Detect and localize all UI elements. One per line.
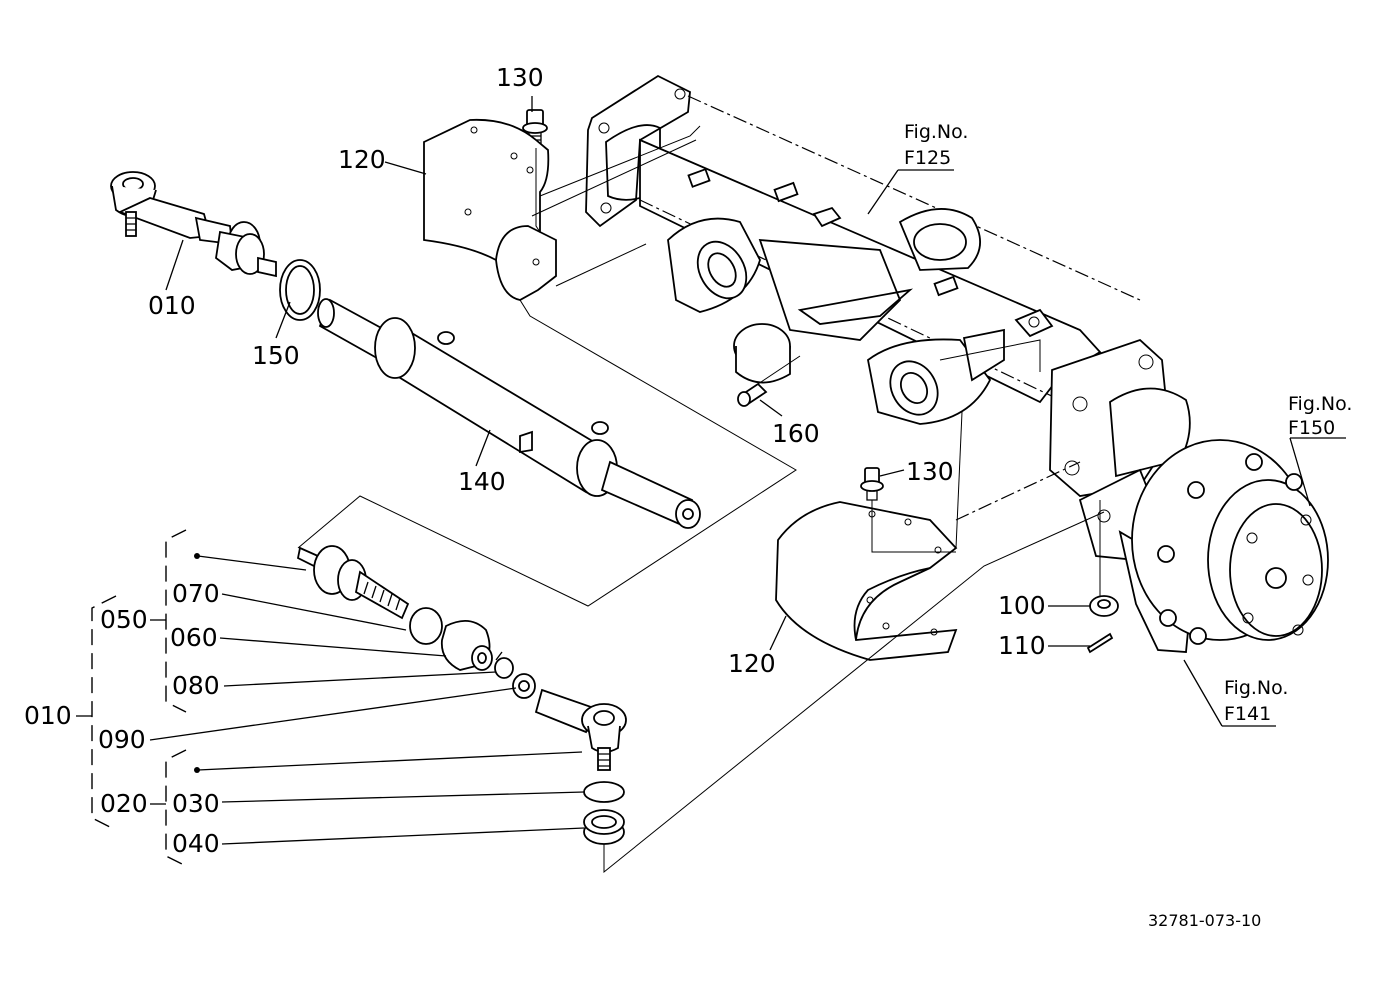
snap-ring-150 — [279, 259, 321, 321]
assembly-lines — [297, 125, 1105, 874]
clip-080 — [494, 651, 514, 679]
nut-100 — [1089, 595, 1119, 617]
wheel-hub — [1131, 439, 1329, 645]
fig-ref-f150-line2: F150 — [1288, 417, 1335, 439]
label-070: 070 — [172, 579, 220, 608]
label-140: 140 — [458, 467, 506, 496]
fig-ref-f150-line1: Fig.No. — [1288, 393, 1352, 415]
fig-ref-f125-line2: F125 — [904, 147, 951, 169]
label-010-left: 010 — [24, 701, 72, 730]
label-040: 040 — [172, 829, 220, 858]
cotter-pin-110 — [1086, 632, 1114, 654]
label-130-top: 130 — [496, 63, 544, 92]
part-labels: 010 150 140 130 120 160 130 120 100 110 … — [24, 63, 1046, 858]
plug-160 — [737, 382, 768, 407]
drawing-number: 32781-073-10 — [1148, 911, 1261, 930]
group-brackets — [76, 529, 200, 867]
label-090: 090 — [98, 725, 146, 754]
label-080: 080 — [172, 671, 220, 700]
label-060: 060 — [170, 623, 218, 652]
tie-rod-end-010-top — [110, 171, 277, 278]
o-ring-030 — [583, 781, 625, 803]
fig-ref-f141-line2: F141 — [1224, 703, 1271, 725]
label-010-top: 010 — [148, 291, 196, 320]
label-020: 020 — [100, 789, 148, 818]
label-120-bottom: 120 — [728, 649, 776, 678]
guard-120-top — [423, 118, 557, 301]
label-120-top: 120 — [338, 145, 386, 174]
steering-cylinder-140 — [317, 298, 701, 529]
label-130-mid: 130 — [906, 457, 954, 486]
outer-tie-rod-end-020 — [534, 688, 627, 771]
leader-lines — [149, 96, 1346, 845]
label-150: 150 — [252, 341, 300, 370]
o-ring-070 — [409, 607, 443, 645]
label-160: 160 — [772, 419, 820, 448]
fig-ref-f125-line1: Fig.No. — [904, 121, 968, 143]
figure-references: Fig.No. F125 Fig.No. F150 Fig.No. F141 — [904, 121, 1352, 725]
fig-ref-f141-line1: Fig.No. — [1224, 677, 1288, 699]
label-030: 030 — [172, 789, 220, 818]
nut-090 — [512, 673, 536, 699]
inner-tie-rod-050 — [296, 545, 410, 620]
guard-120-bottom — [775, 501, 958, 661]
label-100: 100 — [998, 591, 1046, 620]
label-110: 110 — [998, 631, 1046, 660]
seal-040 — [583, 809, 625, 845]
boot-060 — [440, 620, 493, 671]
bolt-130-mid — [860, 467, 884, 501]
label-050: 050 — [100, 605, 148, 634]
